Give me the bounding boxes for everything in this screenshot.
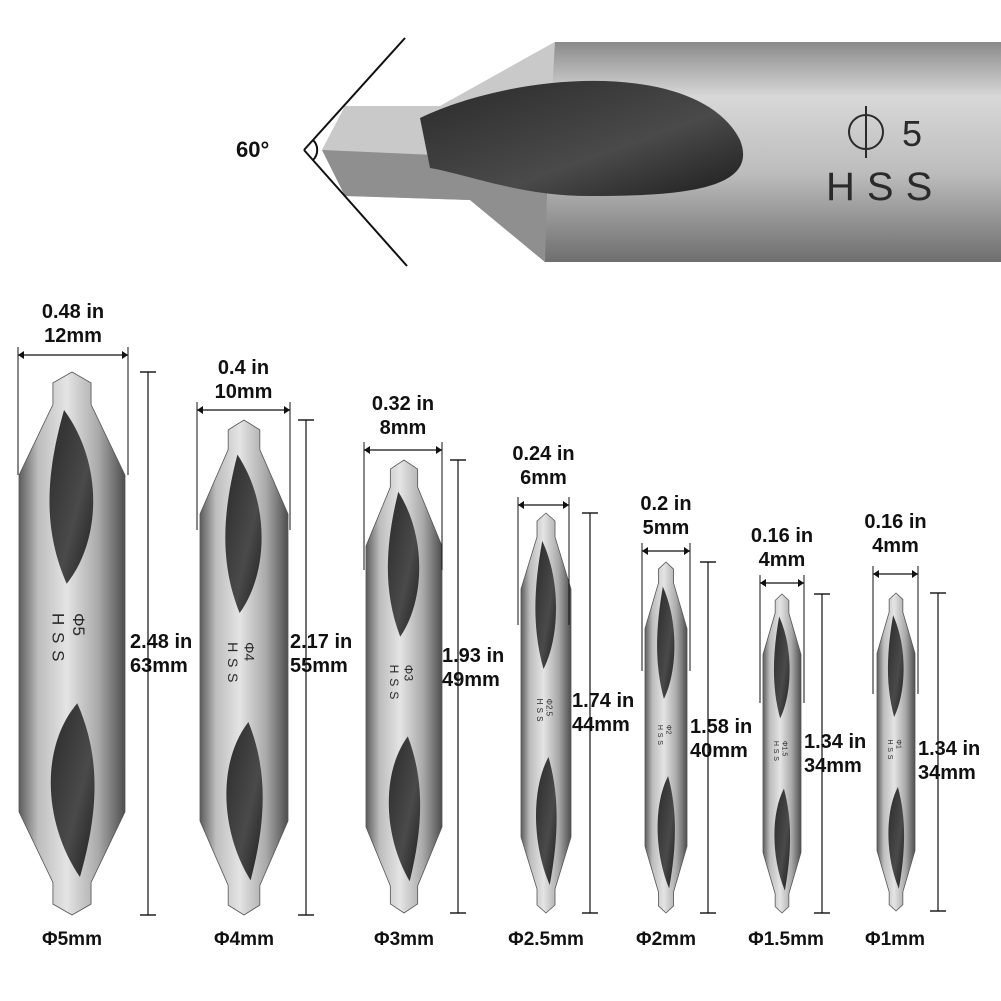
drill-bit-body (18, 371, 126, 916)
lower-flute (388, 736, 421, 882)
length-label-in: 1.34 in (804, 731, 866, 753)
width-label-mm: 4mm (872, 535, 919, 557)
engraving-material: HSS (886, 739, 893, 762)
length-label-mm: 44mm (572, 714, 630, 736)
angle-label: 60° (236, 137, 269, 162)
lower-flute (226, 721, 263, 881)
hero-engraving-size: 5 (902, 113, 922, 154)
diameter-label: Φ2.5mm (508, 929, 584, 950)
length-label-mm: 34mm (804, 755, 862, 777)
engraving-material: HSS (772, 741, 779, 764)
width-label-in: 0.24 in (512, 443, 574, 465)
length-label-mm: 55mm (290, 655, 348, 677)
angle-line-lower (303, 149, 408, 267)
width-label-in: 0.48 in (42, 301, 104, 323)
upper-flute (49, 410, 94, 584)
hero-engraving-material: HSS (826, 165, 944, 209)
lower-flute (774, 788, 791, 891)
hero-flute (420, 80, 744, 196)
lower-flute (888, 786, 905, 889)
upper-flute (887, 615, 904, 718)
lower-flute (50, 703, 95, 877)
width-label-mm: 6mm (520, 467, 567, 489)
length-label-in: 2.48 in (130, 631, 192, 653)
length-label-mm: 63mm (130, 655, 188, 677)
lower-flute (535, 757, 557, 885)
length-label-in: 1.93 in (442, 645, 504, 667)
engraving-size: Φ2 (664, 725, 671, 735)
diameter-label: Φ5mm (42, 929, 102, 950)
length-label-in: 1.58 in (690, 716, 752, 738)
width-label-mm: 12mm (44, 325, 102, 347)
width-label-in: 0.32 in (372, 393, 434, 415)
width-label-mm: 4mm (759, 549, 806, 571)
length-label-in: 1.74 in (572, 690, 634, 712)
engraving-size: Φ1.5 (780, 741, 787, 756)
hero-drill-closeup: 60° 5 HSS (236, 37, 1001, 267)
width-label-mm: 5mm (643, 517, 690, 539)
diameter-label: Φ3mm (374, 929, 434, 950)
engraving-material: HSS (535, 699, 544, 725)
width-label-in: 0.16 in (751, 525, 813, 547)
engraving-material: HSS (656, 725, 663, 748)
engraving-material: HSS (48, 613, 67, 668)
width-label-mm: 8mm (380, 417, 427, 439)
upper-flute (773, 616, 790, 719)
upper-flute (657, 586, 675, 699)
diameter-label: Φ4mm (214, 929, 274, 950)
diameter-label: Φ2mm (636, 929, 696, 950)
width-label-in: 0.4 in (218, 357, 269, 379)
drill-bit-body (365, 459, 443, 914)
length-label-in: 1.34 in (918, 738, 980, 760)
diameter-label: Φ1.5mm (748, 929, 824, 950)
drill-bit-body (520, 512, 572, 914)
upper-flute (225, 454, 262, 614)
engraving-size: Φ3 (402, 665, 416, 682)
drill-bit-body (762, 593, 802, 914)
angle-line-upper (303, 37, 406, 151)
lower-flute (657, 776, 675, 889)
angle-arc (312, 139, 319, 161)
length-label-in: 2.17 in (290, 631, 352, 653)
drill-bit-body (644, 561, 688, 914)
width-arrowheads (518, 501, 569, 509)
upper-flute (387, 491, 420, 637)
length-label-mm: 49mm (442, 669, 500, 691)
length-label-mm: 34mm (918, 762, 976, 784)
width-label-in: 0.16 in (864, 511, 926, 533)
drill-bit-body (199, 419, 289, 916)
length-label-mm: 40mm (690, 740, 748, 762)
engraving-size: Φ2.5 (544, 699, 553, 717)
drill-bit-body (876, 592, 916, 912)
diameter-label: Φ1mm (865, 929, 925, 950)
upper-flute (535, 541, 556, 669)
engraving-size: Φ4 (242, 642, 258, 661)
engraving-material: HSS (225, 642, 241, 688)
engraving-size: Φ1 (894, 739, 901, 749)
engraving-material: HSS (387, 665, 401, 705)
hero-diameter-symbol (848, 106, 884, 158)
engraving-size: Φ5 (69, 613, 88, 636)
width-label-mm: 10mm (215, 381, 273, 403)
width-label-in: 0.2 in (640, 493, 691, 515)
